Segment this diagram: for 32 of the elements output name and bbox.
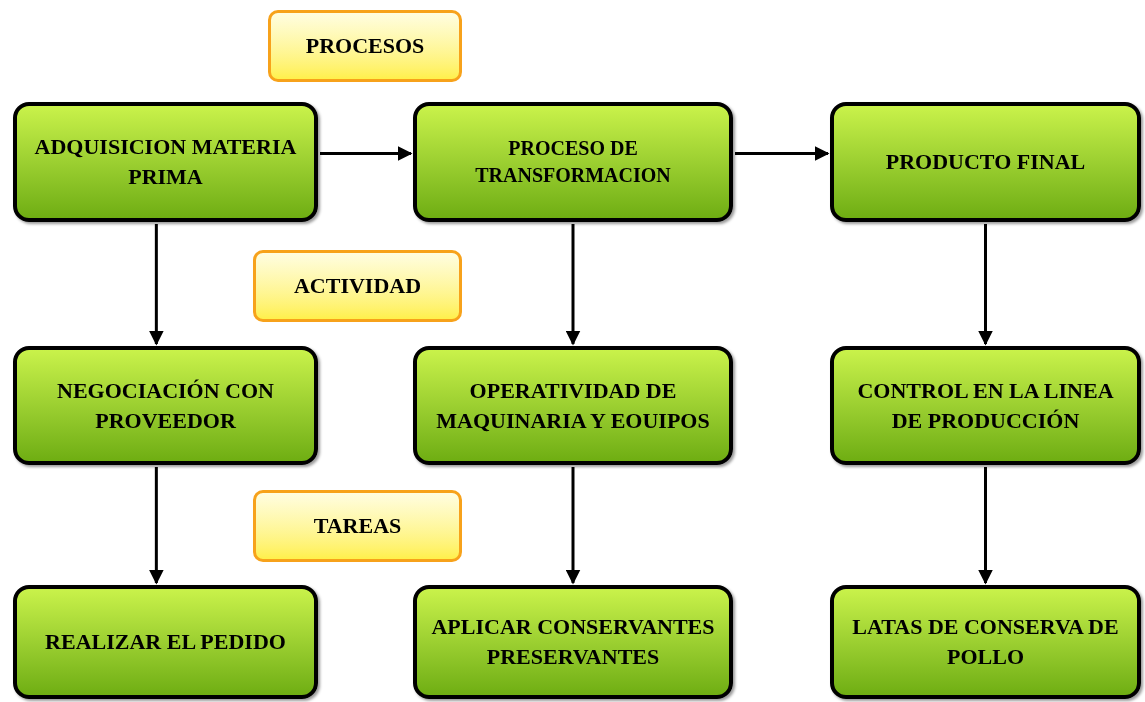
arrow <box>565 467 581 585</box>
arrow <box>978 467 993 585</box>
process-box <box>830 585 1141 699</box>
process-box <box>413 585 733 699</box>
box-text: ACTIVIDAD <box>293 272 422 301</box>
box-text: PROCESO DE TRANSFORMACION <box>474 136 672 188</box>
arrow <box>565 224 581 346</box>
process-box <box>830 102 1141 222</box>
arrow <box>320 146 413 162</box>
level-label-box <box>253 490 462 562</box>
box-text: TAREAS <box>313 512 402 541</box>
process-box <box>413 346 733 465</box>
process-box <box>413 102 733 222</box>
arrow <box>148 224 164 346</box>
process-box <box>13 346 318 465</box>
arrow <box>735 146 830 162</box>
arrow <box>978 224 993 346</box>
process-box <box>13 585 318 699</box>
box-text: ADQUISICION MATERIA PRIMA <box>33 133 298 191</box>
box-text: OPERATIVIDAD DE MAQUINARIA Y EOUIPOS <box>435 376 711 435</box>
box-text: PROCESOS <box>305 32 425 61</box>
process-box <box>13 102 318 222</box>
box-text: PRODUCTO FINAL <box>885 148 1086 177</box>
process-box <box>830 346 1141 465</box>
arrow <box>148 467 164 585</box>
level-label-box <box>268 10 462 82</box>
box-text: NEGOCIACIÓN CON PROVEEDOR <box>56 376 275 435</box>
box-text: APLICAR CONSERVANTES PRESERVANTES <box>430 613 716 671</box>
box-text: CONTROL EN LA LINEA DE PRODUCCIÓN <box>856 376 1115 435</box>
box-text: REALIZAR EL PEDIDO <box>45 628 286 657</box>
level-label-box <box>253 250 462 322</box>
box-text: LATAS DE CONSERVA DE POLLO <box>851 613 1120 671</box>
